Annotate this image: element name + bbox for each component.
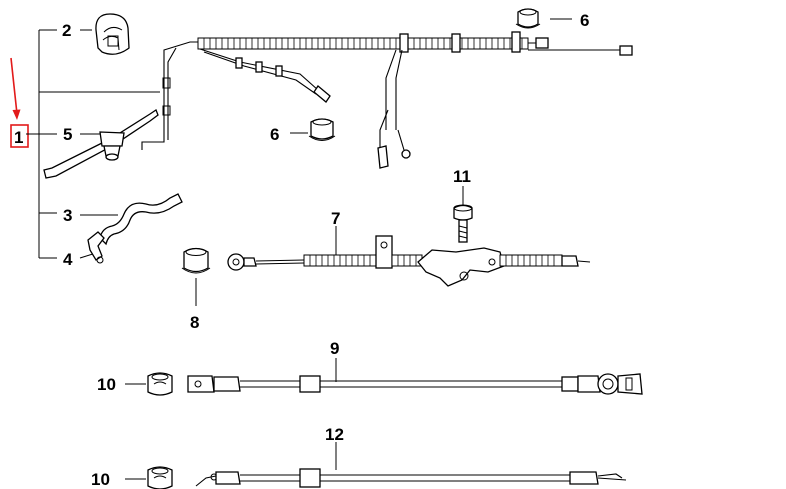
part-10-nut-a — [147, 372, 173, 396]
part-11-bolt — [453, 204, 473, 243]
part-10-nut-b — [147, 466, 173, 489]
wiring-harness — [141, 31, 633, 169]
callout-2[interactable]: 2 — [62, 21, 71, 40]
part-9-battery-cable — [187, 373, 643, 395]
callout-10-a[interactable]: 10 — [97, 375, 116, 394]
callout-8[interactable]: 8 — [190, 313, 199, 332]
highlight-box — [10, 124, 29, 148]
red-arrow-icon — [10, 57, 21, 120]
group-bracket — [26, 29, 160, 259]
callout-11[interactable]: 11 — [453, 167, 471, 186]
callout-4[interactable]: 4 — [63, 250, 73, 269]
callout-12[interactable]: 12 — [325, 425, 344, 444]
callout-6-top[interactable]: 6 — [580, 11, 589, 30]
part-4-elbow — [87, 231, 105, 264]
callout-3[interactable]: 3 — [63, 206, 72, 225]
part-7-cable — [227, 235, 591, 287]
part-6-nut-mid — [308, 118, 336, 141]
callout-5[interactable]: 5 — [63, 125, 72, 144]
part-2-grommet — [95, 13, 130, 55]
callout-1[interactable]: 1 — [14, 128, 23, 147]
callout-7[interactable]: 7 — [331, 209, 340, 228]
callout-10-b[interactable]: 10 — [91, 470, 110, 489]
part-5-cable-holder — [43, 109, 159, 179]
part-8-nut — [181, 247, 211, 274]
part-3-hose — [99, 193, 183, 246]
part-6-nut-top — [515, 8, 541, 29]
callout-9[interactable]: 9 — [330, 339, 339, 358]
callout-6-mid[interactable]: 6 — [270, 125, 279, 144]
part-12-cable — [195, 468, 627, 488]
